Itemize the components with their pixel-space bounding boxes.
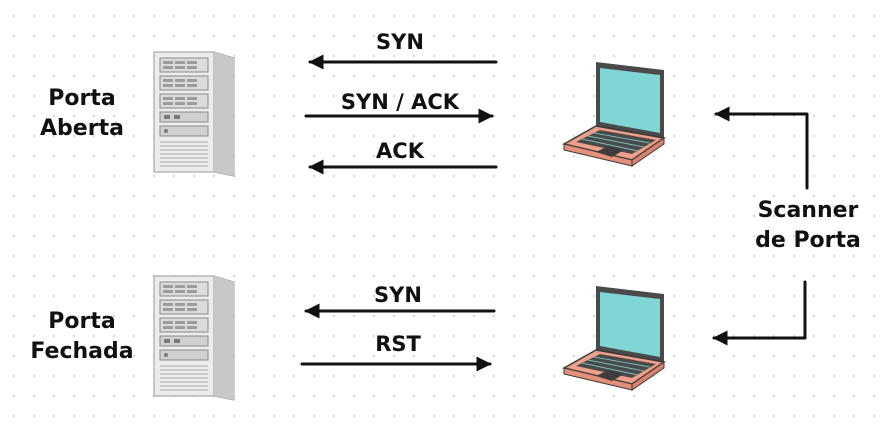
- laptop-closed-icon: [562, 286, 666, 391]
- open-msg-synack: SYN / ACK: [340, 90, 460, 114]
- closed-port-label-line1: Porta: [48, 309, 116, 334]
- closed-msg-rst: RST: [375, 332, 421, 356]
- open-msg-syn: SYN: [376, 30, 424, 54]
- closed-msg-syn: SYN: [374, 283, 422, 307]
- open-port-label-line2: Aberta: [40, 116, 124, 141]
- server-closed-icon: [153, 275, 235, 401]
- open-port-label-line1: Porta: [48, 86, 116, 111]
- open-port-label: Porta Aberta: [22, 84, 142, 144]
- open-msg-ack: ACK: [376, 139, 424, 163]
- scanner-label-line2: de Porta: [755, 228, 861, 253]
- laptop-open-icon: [562, 62, 666, 167]
- server-open-icon: [153, 51, 235, 177]
- closed-port-label-line2: Fechada: [30, 339, 134, 364]
- arrow-scanner-to-bottom: [712, 280, 807, 346]
- scanner-label-line1: Scanner: [757, 198, 859, 223]
- scanner-label: Scanner de Porta: [748, 196, 868, 256]
- closed-port-label: Porta Fechada: [22, 307, 142, 367]
- arrow-scanner-to-top: [714, 106, 809, 190]
